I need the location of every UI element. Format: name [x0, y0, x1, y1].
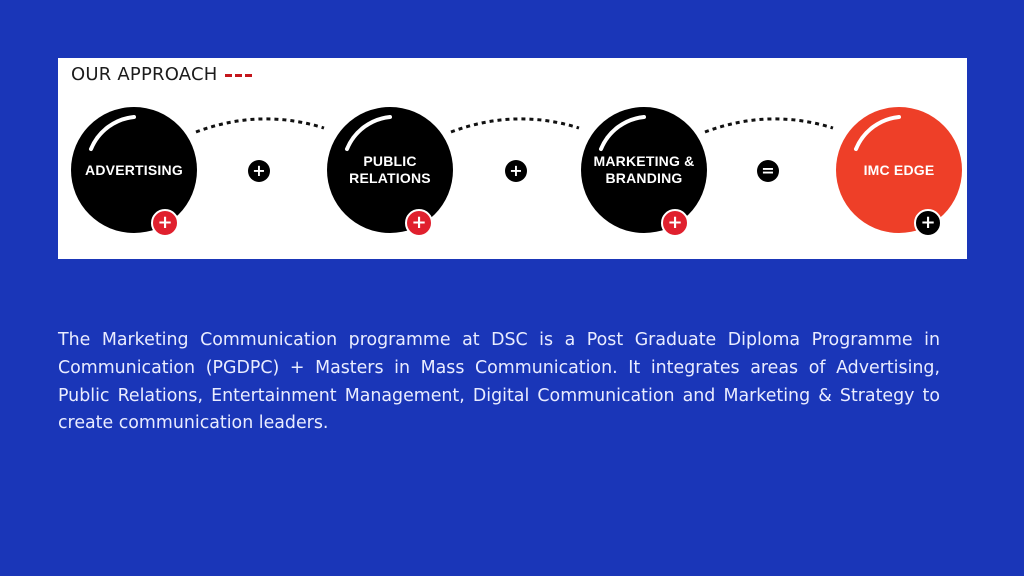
- marketing-branding-label: MARKETING & BRANDING: [593, 153, 695, 186]
- dotted-connector: [195, 117, 325, 134]
- advertising-label: ADVERTISING: [85, 161, 183, 178]
- plus-operator-icon: +: [505, 160, 527, 182]
- dotted-connector: [450, 117, 580, 134]
- plus-icon: +: [411, 212, 427, 233]
- plus-icon: +: [667, 212, 683, 233]
- equals-operator-icon: =: [757, 160, 779, 182]
- public-relations-label: PUBLIC RELATIONS: [349, 153, 431, 186]
- banner-title: OUR APPROACH: [71, 64, 253, 85]
- plus-operator-icon: +: [248, 160, 270, 182]
- programme-description: The Marketing Communication programme at…: [58, 330, 940, 434]
- imc-edge-label: IMC EDGE: [863, 161, 935, 178]
- advertising-circle: ADVERTISING: [71, 107, 197, 233]
- title-dashes: [225, 74, 253, 77]
- imc-edge-circle: IMC EDGE: [836, 107, 962, 233]
- plus-icon: +: [157, 212, 173, 233]
- marketing-branding-expand-button[interactable]: +: [661, 209, 689, 237]
- approach-banner: OUR APPROACH ADVERTISING + + PUBLIC RELA…: [58, 58, 967, 259]
- banner-title-text: OUR APPROACH: [71, 64, 218, 85]
- dotted-connector: [704, 117, 834, 134]
- advertising-expand-button[interactable]: +: [151, 209, 179, 237]
- public-relations-circle: PUBLIC RELATIONS: [327, 107, 453, 233]
- public-relations-expand-button[interactable]: +: [405, 209, 433, 237]
- plus-icon: +: [920, 212, 936, 233]
- marketing-branding-circle: MARKETING & BRANDING: [581, 107, 707, 233]
- imc-edge-expand-button[interactable]: +: [914, 209, 942, 237]
